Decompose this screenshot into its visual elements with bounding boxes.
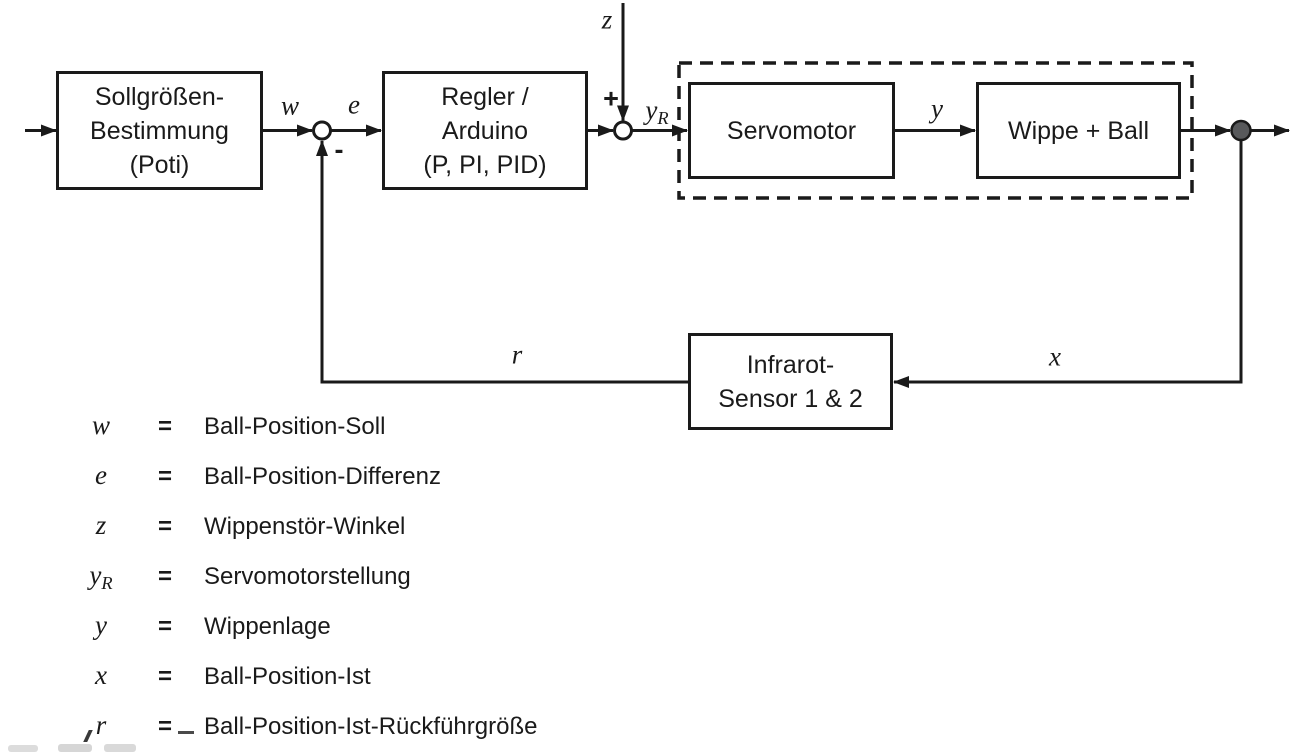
legend-equals: = bbox=[157, 613, 172, 640]
legend-description-w: Ball-Position-Soll bbox=[204, 413, 386, 440]
block-infrarot-line2: Sensor 1 & 2 bbox=[718, 384, 863, 413]
signal-label-e: e bbox=[348, 89, 360, 120]
legend-symbol-w: w bbox=[91, 409, 110, 440]
legend-equals: = bbox=[157, 413, 172, 440]
legend-equals: = bbox=[157, 713, 172, 740]
legend-row-z: z = Wippenstör-Winkel bbox=[70, 502, 537, 552]
x-feedback-arrow bbox=[893, 139, 1243, 388]
legend-symbol-r: r bbox=[95, 709, 107, 740]
legend-symbol-yr: yR bbox=[89, 559, 113, 594]
legend-row-r: r = Ball-Position-Ist-Rückführgröße bbox=[70, 702, 538, 752]
block-servomotor: Servomotor bbox=[688, 82, 895, 179]
signal-label-z: z bbox=[601, 4, 613, 35]
signal-label-yr: yR bbox=[645, 95, 668, 129]
block-sollgroessen-line3: (Poti) bbox=[129, 150, 190, 179]
signal-label-yr-base: y bbox=[645, 94, 658, 125]
block-sollgroessen-line1: Sollgrößen- bbox=[94, 82, 225, 111]
legend-description-x: Ball-Position-Ist bbox=[204, 663, 371, 690]
legend-description-e: Ball-Position-Differenz bbox=[204, 463, 441, 490]
r-feedback-arrow bbox=[316, 140, 688, 384]
block-regler-arduino: Regler / Arduino (P, PI, PID) bbox=[382, 71, 588, 190]
legend-row-y: y = Wippenlage bbox=[70, 602, 537, 652]
block-servomotor-label: Servomotor bbox=[726, 116, 857, 145]
block-regler-line2: Arduino bbox=[441, 116, 529, 145]
signal-label-w: w bbox=[280, 90, 300, 121]
legend-row-e: e = Ball-Position-Differenz bbox=[70, 452, 537, 502]
legend-description-z: Wippenstör-Winkel bbox=[204, 513, 406, 540]
block-sollgroessen-bestimmung: Sollgrößen- Bestimmung (Poti) bbox=[56, 71, 263, 190]
summing-junction-error bbox=[312, 120, 332, 141]
legend-description-y: Wippenlage bbox=[204, 613, 331, 640]
legend-symbol-z: z bbox=[95, 509, 107, 540]
legend-equals: = bbox=[157, 513, 172, 540]
legend-equals: = bbox=[157, 463, 172, 490]
signal-label-y: y bbox=[931, 93, 943, 124]
minus-sign: - bbox=[334, 134, 344, 165]
block-wippe-ball-label: Wippe + Ball bbox=[1007, 116, 1150, 145]
summing-junction-disturbance bbox=[613, 120, 633, 141]
signal-label-x: x bbox=[1049, 341, 1061, 372]
signal-label-yr-sub: R bbox=[657, 108, 669, 129]
signal-legend: w = Ball-Position-Soll e = Ball-Position… bbox=[70, 402, 537, 752]
block-infrarot-line1: Infrarot- bbox=[746, 350, 835, 379]
block-wippe-ball: Wippe + Ball bbox=[976, 82, 1181, 179]
block-infrarot-sensor: Infrarot- Sensor 1 & 2 bbox=[688, 333, 893, 430]
plus-sign: + bbox=[603, 83, 619, 114]
legend-symbol-e: e bbox=[95, 459, 107, 490]
block-regler-line3: (P, PI, PID) bbox=[423, 150, 547, 179]
legend-symbol-y: y bbox=[95, 609, 107, 640]
legend-equals: = bbox=[157, 563, 172, 590]
block-sollgroessen-line2: Bestimmung bbox=[90, 116, 229, 145]
branch-node bbox=[1230, 119, 1252, 142]
legend-description-r: Ball-Position-Ist-Rückführgröße bbox=[204, 713, 538, 740]
legend-row-x: x = Ball-Position-Ist bbox=[70, 652, 537, 702]
legend-row-yr: yR = Servomotorstellung bbox=[70, 552, 537, 602]
legend-row-w: w = Ball-Position-Soll bbox=[70, 402, 537, 452]
legend-symbol-x: x bbox=[95, 659, 107, 690]
signal-label-r: r bbox=[511, 339, 523, 370]
legend-equals: = bbox=[157, 663, 172, 690]
block-regler-line1: Regler / bbox=[441, 82, 529, 111]
legend-description-yr: Servomotorstellung bbox=[204, 563, 411, 590]
